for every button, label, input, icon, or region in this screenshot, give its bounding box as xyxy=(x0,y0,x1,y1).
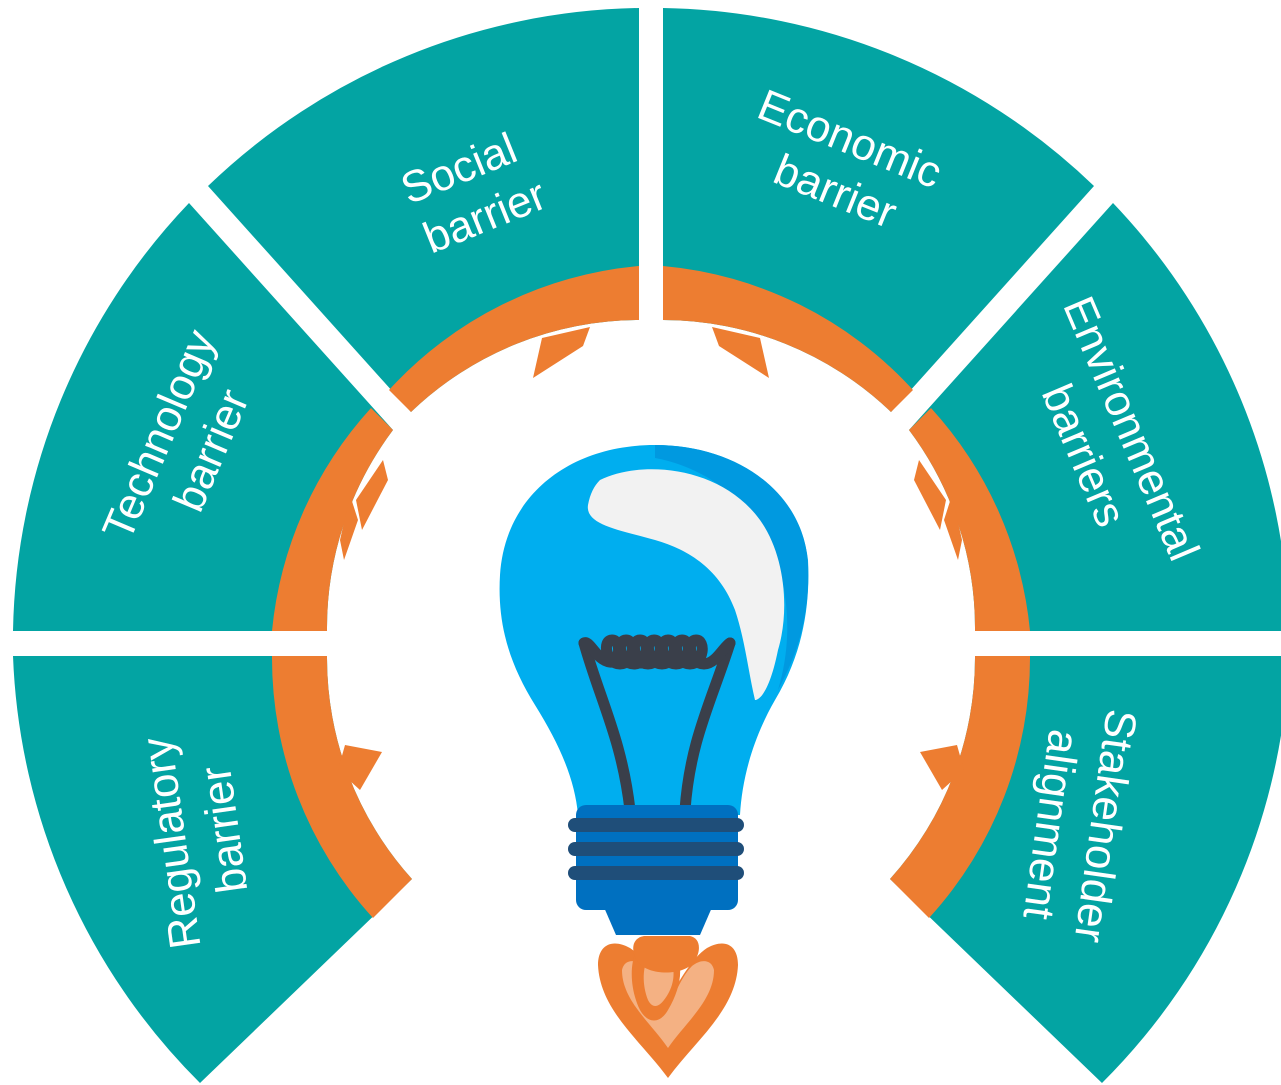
bulb-highlight xyxy=(587,469,785,700)
bulb-base xyxy=(568,805,744,935)
gear-arc-social xyxy=(389,266,639,412)
gear-tooth xyxy=(533,327,590,378)
gear-tooth xyxy=(944,495,962,560)
segment-technology xyxy=(13,203,393,631)
gear-arc-environmental xyxy=(909,408,1030,631)
gear-arc-stakeholder xyxy=(890,656,1031,918)
gear-tooth xyxy=(914,460,946,530)
gear-tooth xyxy=(340,495,358,560)
gear-arc-regulatory xyxy=(271,656,412,918)
gear-arc-technology xyxy=(272,408,393,631)
gear-arc-economic xyxy=(663,266,913,412)
filament-icon xyxy=(578,634,736,816)
flame-icon xyxy=(598,936,738,1078)
gear-ring xyxy=(271,266,1031,918)
gear-tooth xyxy=(356,460,388,530)
gear-tooth xyxy=(338,745,382,790)
lightbulb-rocket-icon xyxy=(499,445,809,1078)
bulb-rim xyxy=(655,445,809,690)
gear-tooth xyxy=(712,327,769,378)
gear-tooth xyxy=(920,745,964,790)
